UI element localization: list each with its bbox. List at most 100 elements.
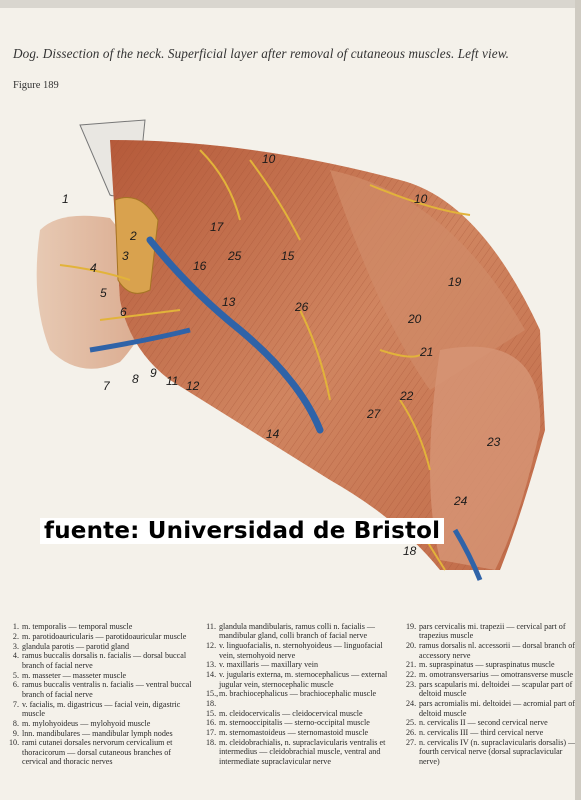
legend-entry-text: pars acromialis mi. deltoidei — acromial… — [419, 699, 575, 718]
anatomical-illustration: 1 2 3 4 5 6 7 8 9 10 10 11 12 13 14 15 1… — [0, 100, 581, 590]
legend-entry-number: 1. — [12, 622, 19, 631]
legend-entry: 21.m. supraspinatus — supraspinatus musc… — [406, 660, 581, 669]
svg-text:3: 3 — [122, 249, 129, 263]
legend-entry-number: 26. — [406, 728, 417, 738]
legend-entry-text: v. jugularis externa, m. sternocephalicu… — [219, 670, 388, 689]
legend-entry: 3.glandula parotis — parotid gland — [9, 642, 194, 651]
legend-entry: 16.m. sternooccipitalis — sterno-occipit… — [206, 718, 396, 727]
legend-entry-number: 12. — [206, 641, 217, 651]
legend-entry: 26.n. cervicalis III — third cervical ne… — [406, 728, 581, 737]
legend-entry-number: 5. — [12, 670, 19, 680]
legend-entry: 4.ramus buccalis dorsalis n. facialis — … — [9, 651, 194, 670]
legend-entry: 11.glandula mandibularis, ramus colli n.… — [206, 622, 396, 641]
svg-text:13: 13 — [222, 295, 236, 309]
legend-entry-text: m. omotransversarius — omotransverse mus… — [419, 670, 573, 680]
legend-entry-number: 20. — [406, 641, 417, 651]
legend-column-3: 19.pars cervicalis mi. trapezii — cervic… — [406, 622, 581, 767]
legend-entry: 13.v. maxillaris — maxillary vein — [206, 660, 396, 669]
legend-entry-number: 27. — [406, 738, 417, 747]
legend-entry: 12.v. linguofacialis, n. sternohyoideus … — [206, 641, 396, 660]
legend-entry-text: m. sternomastoideus — sternomastoid musc… — [219, 728, 369, 738]
legend-entry-text: v. facialis, m. digastricus — facial vei… — [22, 699, 181, 718]
svg-text:10: 10 — [262, 152, 276, 166]
legend-entry-text: pars scapularis mi. deltoidei — scapular… — [419, 680, 573, 699]
legend-entry: 14.v. jugularis externa, m. sternocephal… — [206, 670, 396, 689]
legend-entry-number: 16. — [206, 718, 217, 728]
legend-entry: 15., 18.m. brachiocephalicus — brachioce… — [206, 689, 396, 708]
legend-entry: 5.m. masseter — masseter muscle — [9, 671, 194, 680]
svg-text:14: 14 — [266, 427, 280, 441]
svg-text:17: 17 — [210, 220, 225, 234]
source-watermark: fuente: Universidad de Bristol — [40, 518, 445, 544]
legend-entry-text: rami cutanei dorsales nervorum cervicali… — [22, 738, 173, 767]
legend-entry-text: m. cleidocervicalis — cleidocervical mus… — [219, 708, 363, 718]
legend-entry-text: pars cervicalis mi. trapezii — cervical … — [419, 622, 566, 641]
legend-entry-text: v. maxillaris — maxillary vein — [219, 660, 319, 670]
legend-entry-number: 17. — [206, 728, 217, 738]
svg-text:24: 24 — [453, 494, 468, 508]
legend-entry: 24.pars acromialis mi. deltoidei — acrom… — [406, 699, 581, 718]
legend-entry: 20.ramus dorsalis nl. accessorii — dorsa… — [406, 641, 581, 660]
legend-entry-text: ramus buccalis ventralis n. facialis — v… — [22, 680, 192, 699]
legend-entry: 9.lnn. mandibulares — mandibular lymph n… — [9, 729, 194, 738]
legend-entry-text: glandula parotis — parotid gland — [22, 641, 129, 651]
legend-entry-number: 4. — [12, 651, 19, 661]
legend-entry-number: 15. — [206, 708, 217, 718]
svg-text:16: 16 — [193, 259, 207, 273]
legend-entry-number: 19. — [406, 622, 417, 631]
legend-entry-number: 15., 18. — [206, 689, 219, 708]
legend-entry-number: 18. — [206, 738, 217, 747]
svg-text:5: 5 — [100, 286, 107, 300]
svg-text:18: 18 — [403, 544, 417, 558]
legend-entry-text: m. sternooccipitalis — sterno-occipital … — [219, 718, 370, 728]
legend-entry: 17.m. sternomastoideus — sternomastoid m… — [206, 728, 396, 737]
legend-entry: 7.v. facialis, m. digastricus — facial v… — [9, 700, 194, 719]
legend-entry-text: m. brachiocephalicus — brachiocephalic m… — [219, 689, 377, 699]
legend-entry: 23.pars scapularis mi. deltoidei — scapu… — [406, 680, 581, 699]
svg-text:12: 12 — [186, 379, 200, 393]
svg-text:19: 19 — [448, 275, 462, 289]
figure-label: Figure 189 — [13, 80, 59, 91]
svg-text:27: 27 — [366, 407, 382, 421]
svg-text:8: 8 — [132, 372, 139, 386]
legend-entry-text: n. cervicalis IV (n. supraclavicularis d… — [419, 738, 577, 766]
legend-entry-text: m. masseter — masseter muscle — [22, 670, 127, 680]
legend-column-2: 11.glandula mandibularis, ramus colli n.… — [206, 622, 396, 767]
legend-entry-text: m. mylohyoideus — mylohyoid muscle — [22, 718, 151, 728]
legend-entry-number: 3. — [12, 641, 19, 651]
svg-text:15: 15 — [281, 249, 295, 263]
legend-entry: 22.m. omotransversarius — omotransverse … — [406, 670, 581, 679]
svg-text:10: 10 — [414, 192, 428, 206]
deltoid — [430, 346, 541, 570]
legend-entry: 10.rami cutanei dorsales nervorum cervic… — [9, 738, 194, 766]
legend-entry: 15.m. cleidocervicalis — cleidocervical … — [206, 709, 396, 718]
svg-text:20: 20 — [407, 312, 422, 326]
legend-entry: 25.n. cervicalis II — second cervical ne… — [406, 718, 581, 727]
legend-entry-text: v. linguofacialis, n. sternohyoideus — l… — [219, 641, 383, 660]
legend-entry-number: 13. — [206, 660, 217, 670]
legend-entry-number: 11. — [206, 622, 216, 631]
svg-text:23: 23 — [486, 435, 501, 449]
legend-entry: 8.m. mylohyoideus — mylohyoid muscle — [9, 719, 194, 728]
legend-entry-text: m. temporalis — temporal muscle — [22, 622, 133, 631]
svg-text:25: 25 — [227, 249, 242, 263]
legend-entry-text: lnn. mandibulares — mandibular lymph nod… — [22, 728, 173, 738]
svg-text:9: 9 — [150, 366, 157, 380]
legend-entry-number: 9. — [12, 728, 19, 738]
legend-entry-number: 23. — [406, 680, 417, 689]
svg-text:2: 2 — [129, 229, 137, 243]
page-right-edge — [575, 0, 581, 800]
legend-entry: 19.pars cervicalis mi. trapezii — cervic… — [406, 622, 581, 641]
legend-entry: 18.m. cleidobrachialis, n. supraclavicul… — [206, 738, 396, 766]
legend-entry-number: 25. — [406, 718, 417, 728]
legend-entry-number: 10. — [9, 738, 20, 748]
legend-entry-text: m. cleidobrachialis, n. supraclaviculari… — [219, 738, 386, 766]
legend-entry-number: 14. — [206, 670, 217, 680]
parotid-gland — [114, 197, 159, 294]
trapezius — [330, 170, 525, 390]
legend-entry: 27.n. cervicalis IV (n. supraclaviculari… — [406, 738, 581, 766]
legend-entry-text: n. cervicalis III — third cervical nerve — [419, 728, 544, 738]
legend-entry-text: glandula mandibularis, ramus colli n. fa… — [219, 622, 375, 641]
